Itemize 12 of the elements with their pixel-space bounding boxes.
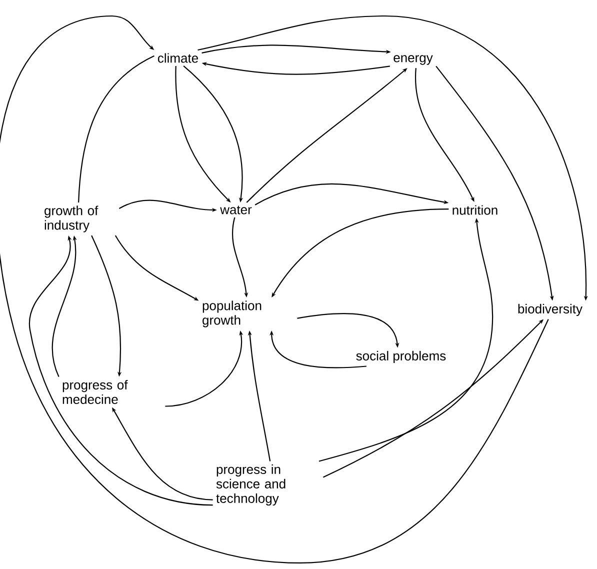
arrow <box>0 15 549 564</box>
node-label: progress in science and technology <box>216 464 286 506</box>
node-label: social problems <box>356 350 446 364</box>
node-label: progress of medecine <box>62 380 128 404</box>
node-label: water <box>220 206 252 214</box>
node-label: growth of industry <box>44 206 98 232</box>
node-label: population growth <box>202 300 262 328</box>
node-label: nutrition <box>452 205 498 215</box>
node-label: energy <box>394 55 433 65</box>
node-label: climate <box>158 53 198 63</box>
node-label: biodiversity <box>518 304 582 316</box>
connector-line <box>78 55 154 202</box>
